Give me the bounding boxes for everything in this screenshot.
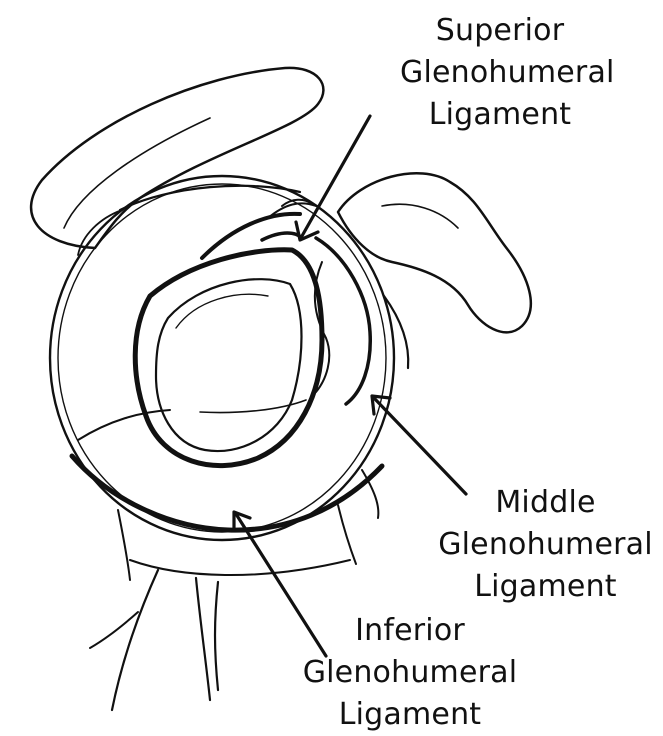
superior-label-line-2: Glenohumeral bbox=[400, 52, 600, 94]
middle-label-line-1: Middle bbox=[428, 482, 663, 524]
inferior-label-line-1: Inferior bbox=[290, 610, 530, 652]
inferior-glenohumeral-ligament-label: Inferior Glenohumeral Ligament bbox=[290, 610, 530, 736]
arrow-superior bbox=[296, 116, 370, 240]
superior-label-line-1: Superior bbox=[400, 10, 600, 52]
humerus-shaft bbox=[90, 570, 218, 710]
middle-label-line-2: Glenohumeral bbox=[428, 524, 663, 566]
middle-label-line-3: Ligament bbox=[428, 566, 663, 608]
superior-glenohumeral-ligament-label: Superior Glenohumeral Ligament bbox=[400, 10, 600, 136]
middle-glenohumeral-ligament-label: Middle Glenohumeral Ligament bbox=[428, 482, 663, 608]
arrow-middle bbox=[372, 396, 466, 494]
superior-label-line-3: Ligament bbox=[400, 94, 600, 136]
inferior-label-line-3: Ligament bbox=[290, 694, 530, 736]
inferior-label-line-2: Glenohumeral bbox=[290, 652, 530, 694]
glenoid-labrum bbox=[135, 250, 322, 466]
acromion bbox=[31, 68, 323, 248]
